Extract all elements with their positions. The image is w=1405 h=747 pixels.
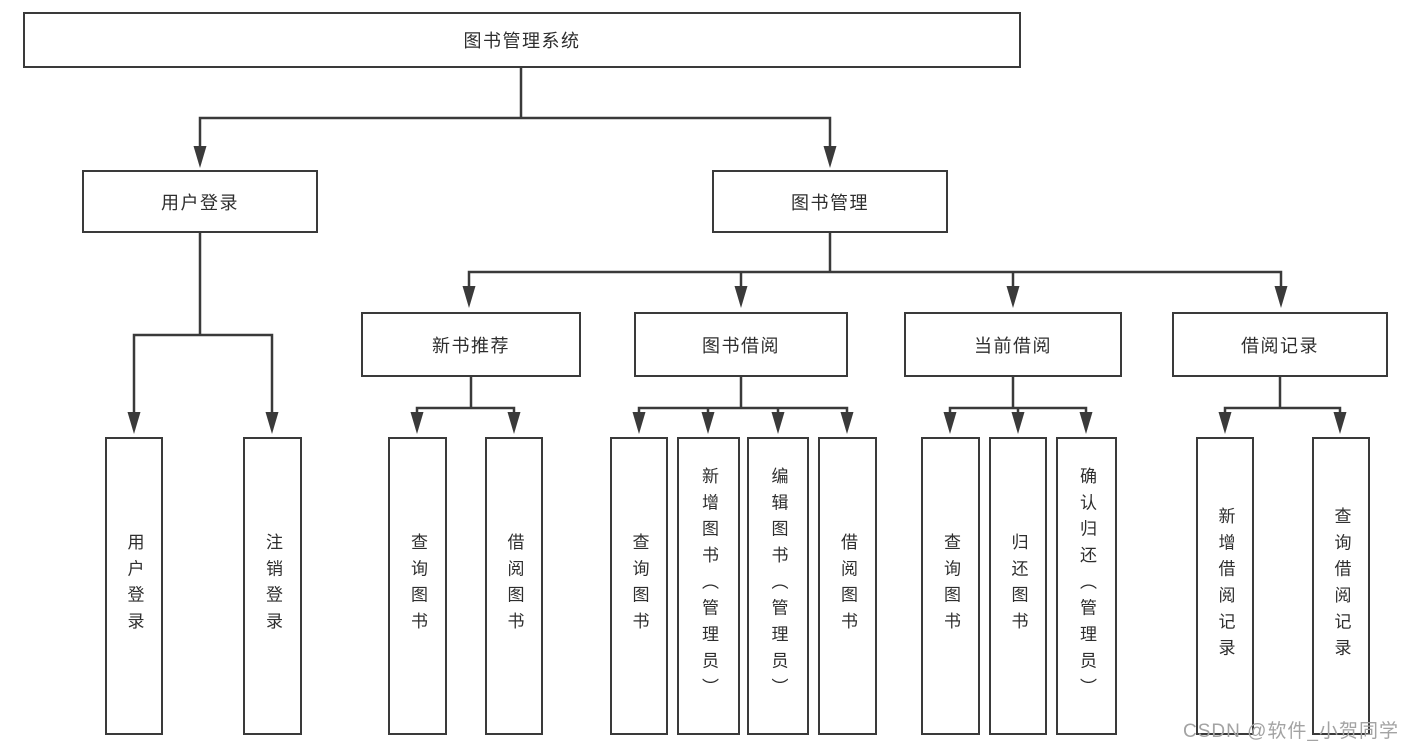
node-leaf-edit-book: 编辑图书（管理员） (747, 437, 809, 735)
root-to-level2-connector (193, 68, 837, 168)
leaf-label: 编辑图书（管理员） (768, 467, 788, 705)
node-borrow-record: 借阅记录 (1172, 312, 1388, 377)
node-current-borrow: 当前借阅 (904, 312, 1122, 377)
node-leaf-add-record: 新增借阅记录 (1196, 437, 1254, 735)
leaf-label: 借阅图书 (504, 533, 524, 639)
node-leaf-user-login: 用户登录 (105, 437, 163, 735)
node-new-book-rec: 新书推荐 (361, 312, 581, 377)
node-leaf-logout: 注销登录 (243, 437, 302, 735)
leaf-label: 查询借阅记录 (1331, 506, 1351, 666)
leaf-label: 确认归还（管理员） (1077, 467, 1096, 705)
book-borrow-children-connector (632, 377, 854, 434)
node-root: 图书管理系统 (23, 12, 1021, 68)
csdn-watermark: CSDN @软件_小贺同学 (1183, 721, 1399, 742)
leaf-label: 新增图书（管理员） (699, 467, 718, 705)
node-leaf-query-record: 查询借阅记录 (1312, 437, 1370, 735)
node-book-mgmt: 图书管理 (712, 170, 948, 233)
borrow-record-children-connector (1218, 377, 1347, 434)
leaf-label: 查询图书 (629, 533, 649, 639)
node-leaf-return-book: 归还图书 (989, 437, 1047, 735)
node-user-login: 用户登录 (82, 170, 318, 233)
leaf-label: 查询图书 (941, 533, 960, 639)
node-leaf-confirm-return: 确认归还（管理员） (1056, 437, 1117, 735)
node-leaf-borrow-book-rec: 借阅图书 (485, 437, 543, 735)
current-borrow-children-connector (943, 377, 1093, 434)
node-leaf-add-book: 新增图书（管理员） (677, 437, 740, 735)
node-leaf-query-book-cur: 查询图书 (921, 437, 980, 735)
user-login-children-connector (127, 233, 279, 434)
new-book-rec-children-connector (410, 377, 521, 434)
leaf-label: 新增借阅记录 (1215, 506, 1235, 666)
node-leaf-borrow-book: 借阅图书 (818, 437, 877, 735)
leaf-label: 用户登录 (124, 533, 144, 639)
node-leaf-query-book-rec: 查询图书 (388, 437, 447, 735)
leaf-label: 注销登录 (263, 533, 282, 639)
book-mgmt-children-connector (462, 233, 1288, 308)
node-leaf-query-book-borrow: 查询图书 (610, 437, 668, 735)
leaf-label: 归还图书 (1008, 533, 1028, 639)
node-book-borrow: 图书借阅 (634, 312, 848, 377)
leaf-label: 借阅图书 (838, 533, 857, 639)
leaf-label: 查询图书 (408, 533, 427, 639)
